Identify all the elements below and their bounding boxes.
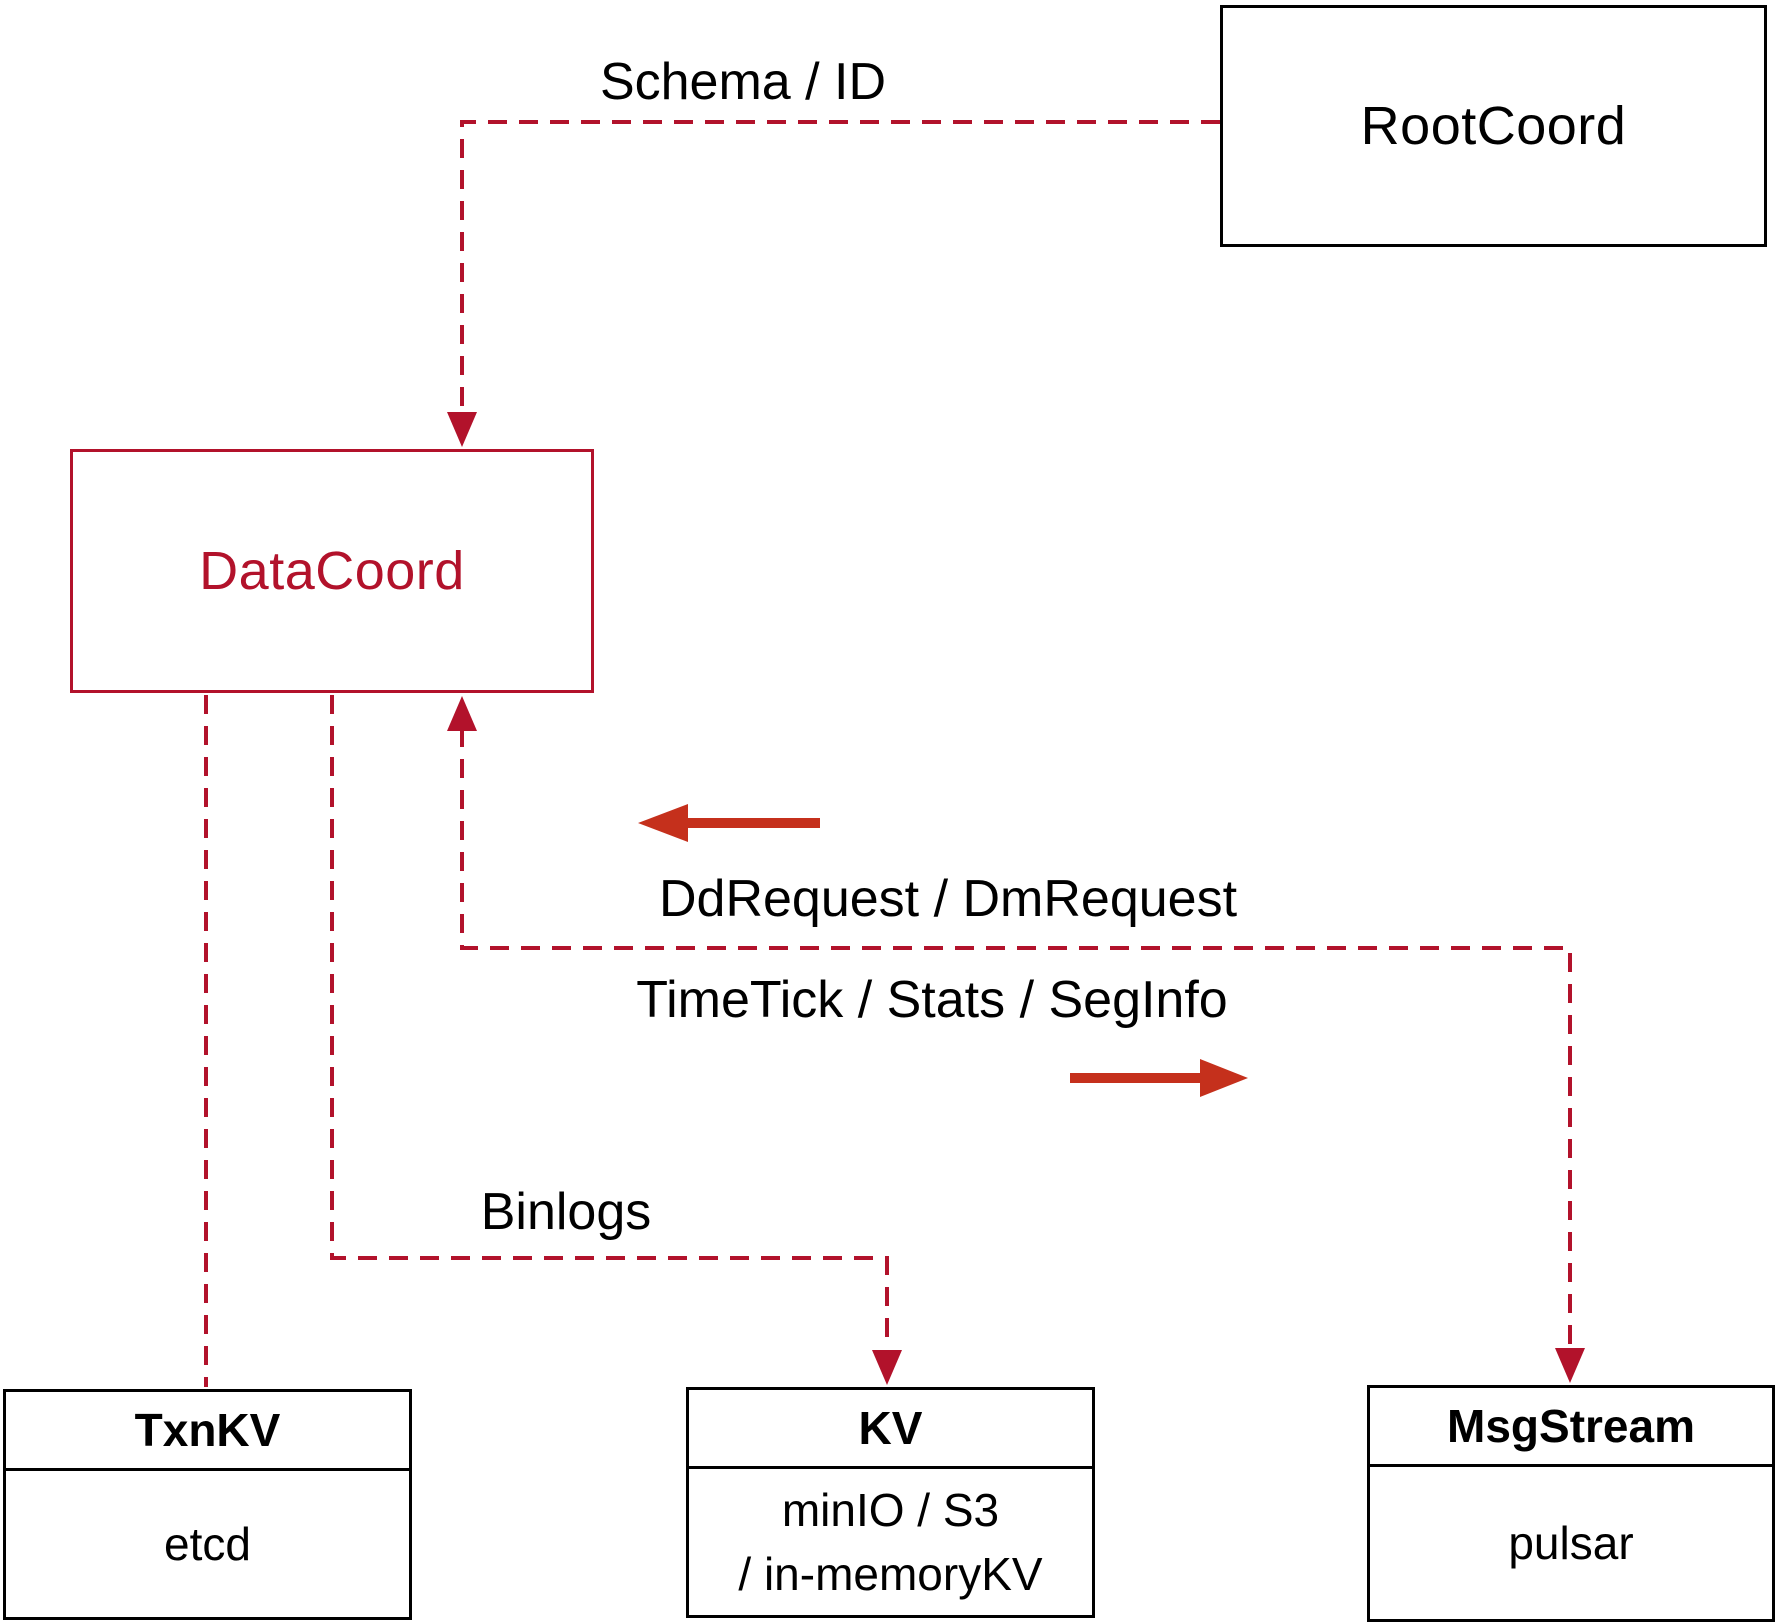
direction-arrow-left-icon	[638, 804, 820, 842]
node-txnkv-body: etcd	[164, 1518, 251, 1570]
direction-arrow-right-icon	[1070, 1059, 1248, 1097]
edge-label-schema-id: Schema / ID	[599, 53, 887, 111]
edge-schema-id	[447, 120, 1220, 447]
arrowhead-down-icon	[872, 1350, 902, 1385]
node-msgstream-title: MsgStream	[1370, 1388, 1772, 1467]
edge-datacoord-msgstream-path	[460, 728, 1572, 1346]
arrowhead-down-icon	[447, 412, 477, 447]
node-txnkv-title: TxnKV	[6, 1392, 409, 1471]
edge-binlogs	[330, 695, 902, 1385]
node-kv-title: KV	[689, 1390, 1092, 1469]
edge-label-timetick-stats-seginfo: TimeTick / Stats / SegInfo	[636, 971, 1228, 1029]
edge-label-ddrequest-dmrequest: DdRequest / DmRequest	[658, 870, 1238, 928]
node-datacoord: DataCoord	[70, 449, 594, 693]
node-rootcoord: RootCoord	[1220, 5, 1767, 247]
edge-schema-id-path	[460, 120, 1220, 410]
node-txnkv: TxnKV etcd	[3, 1389, 412, 1620]
edge-label-binlogs: Binlogs	[480, 1183, 652, 1241]
node-msgstream: MsgStream pulsar	[1367, 1385, 1775, 1622]
arrowhead-down-icon	[1555, 1348, 1585, 1383]
arrowhead-up-icon	[447, 696, 477, 731]
edge-datacoord-msgstream	[447, 696, 1585, 1383]
node-msgstream-body: pulsar	[1508, 1517, 1634, 1569]
node-kv-body-line1: minIO / S3	[781, 1484, 1000, 1536]
edge-binlogs-path	[330, 695, 889, 1348]
node-datacoord-label: DataCoord	[199, 541, 465, 601]
node-rootcoord-label: RootCoord	[1360, 96, 1627, 156]
node-kv-body-line2: / in-memoryKV	[738, 1548, 1043, 1600]
node-kv-body: minIO / S3 / in-memoryKV	[689, 1469, 1092, 1615]
node-kv: KV minIO / S3 / in-memoryKV	[686, 1387, 1095, 1618]
